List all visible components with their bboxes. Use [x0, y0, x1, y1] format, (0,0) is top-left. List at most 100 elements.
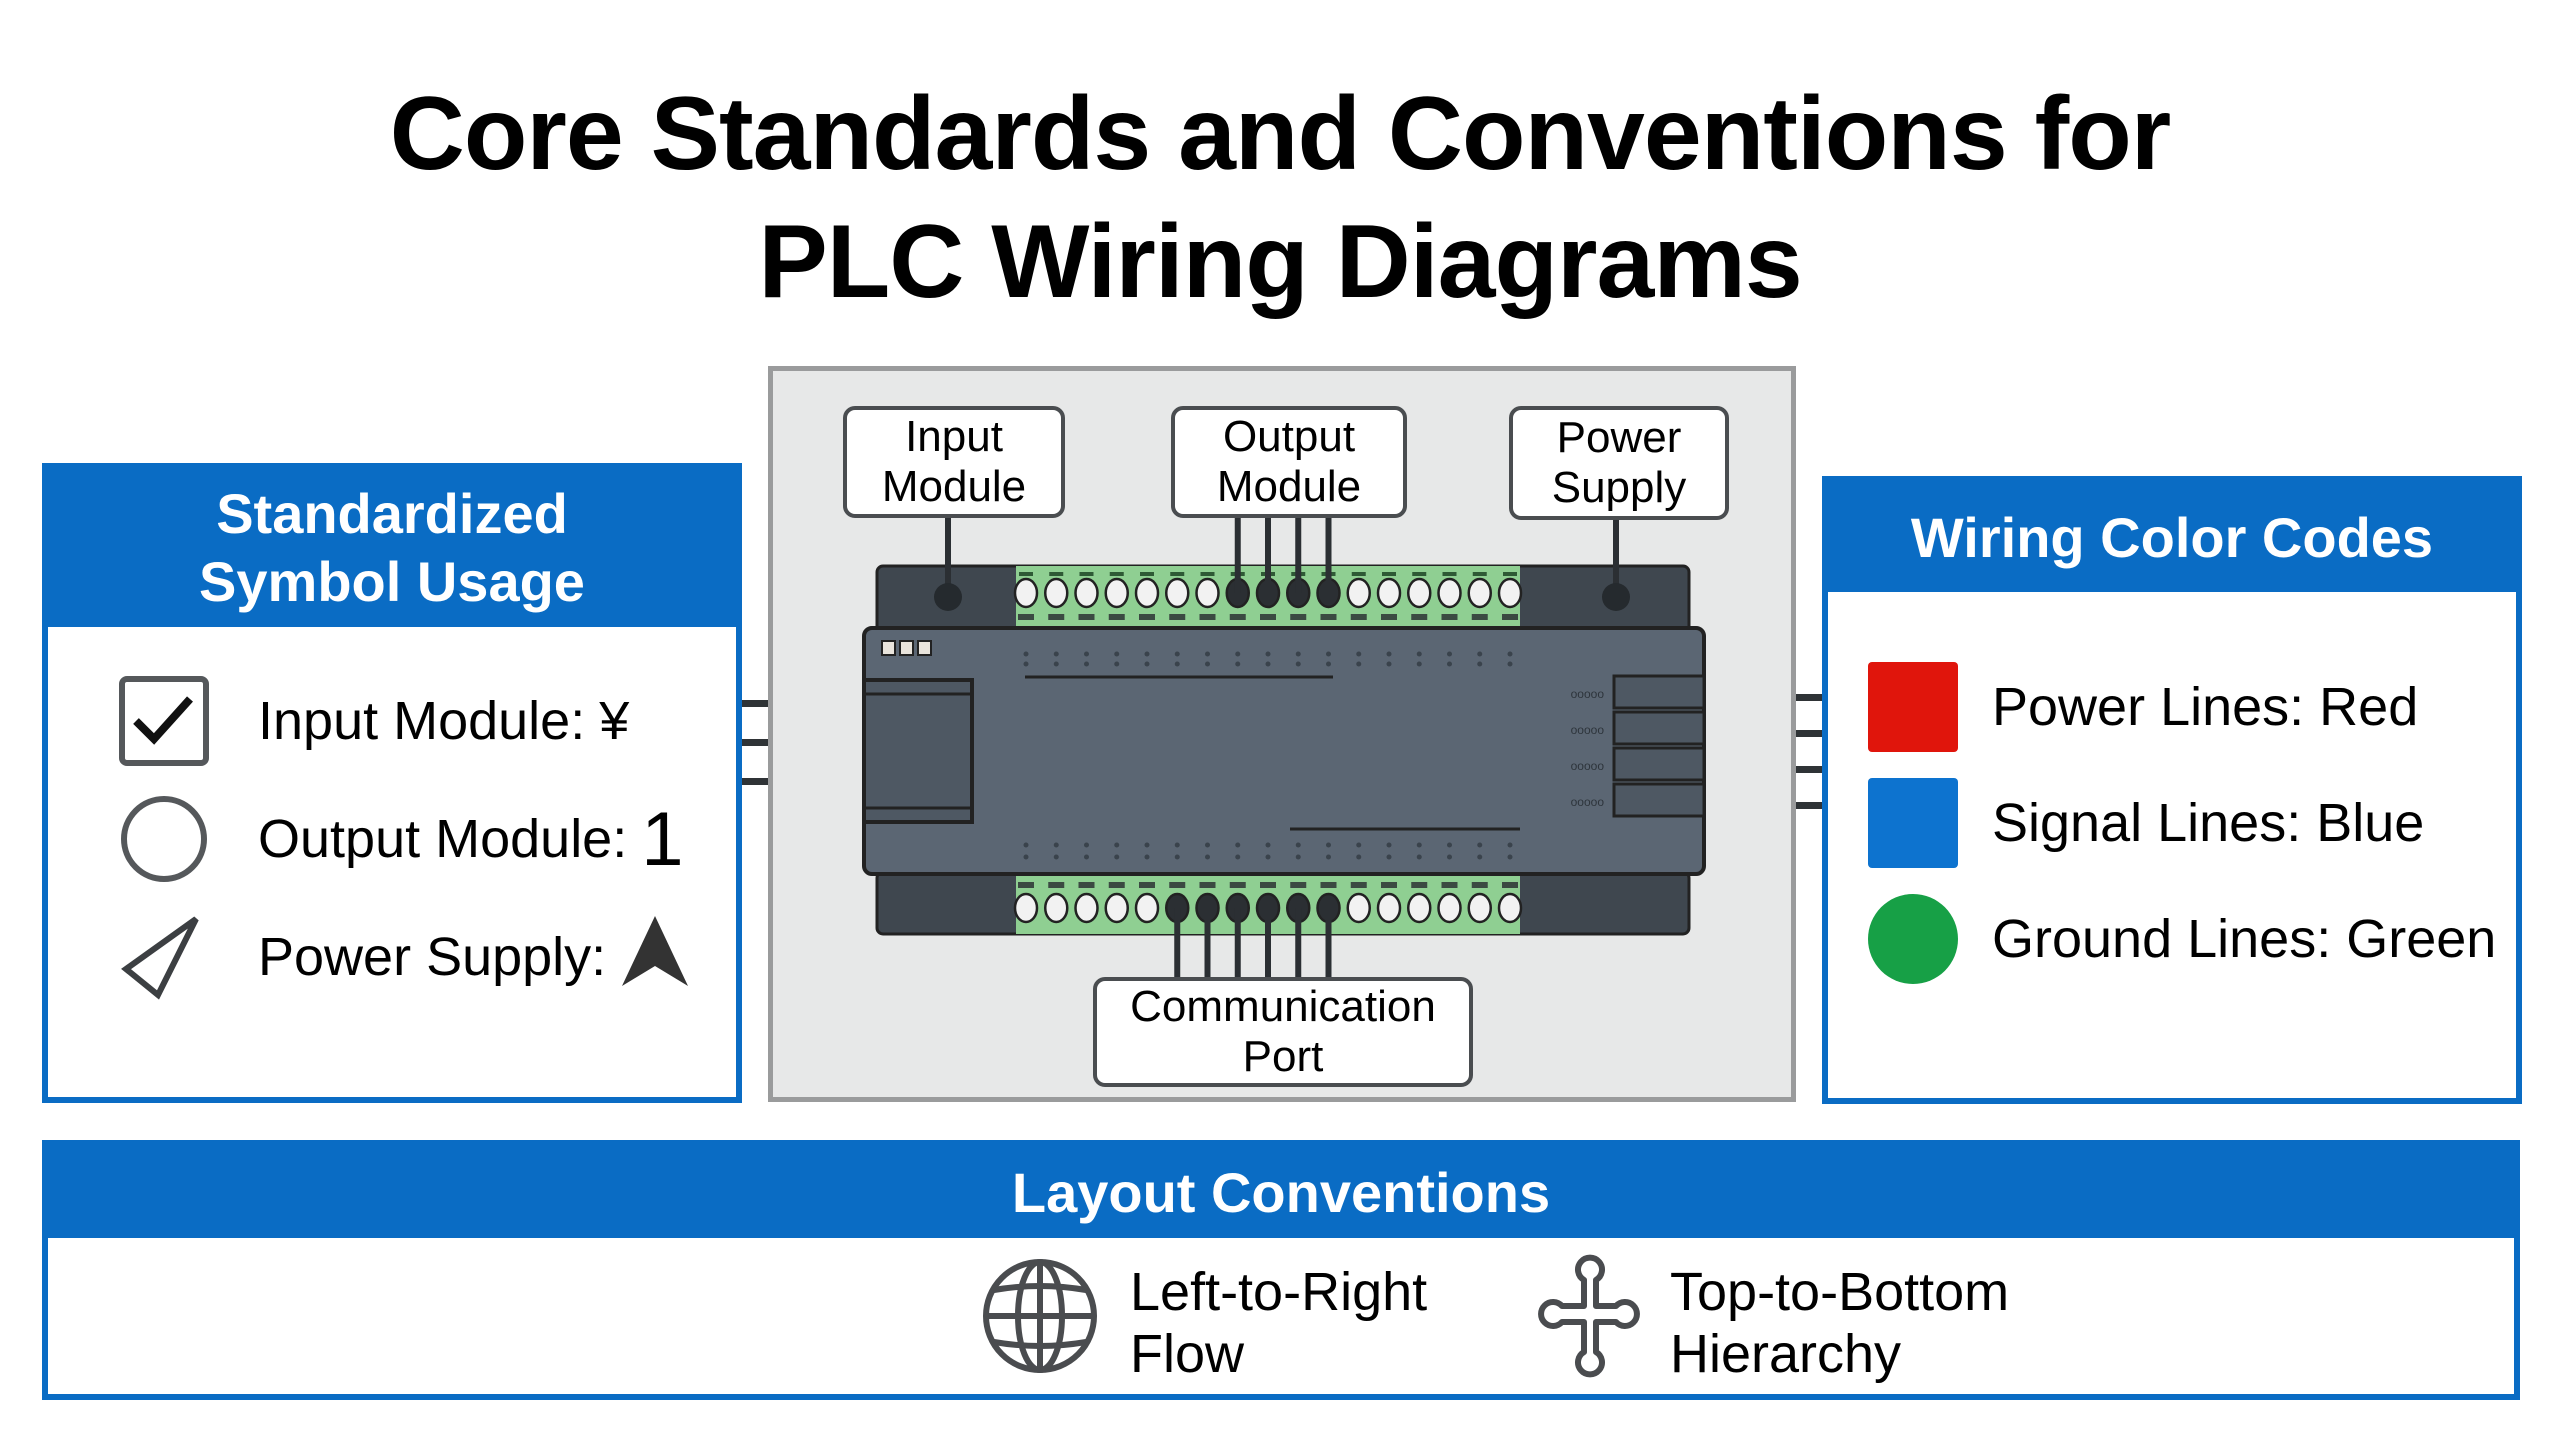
io-led: [1114, 661, 1120, 667]
terminal-screw: [1104, 577, 1129, 609]
port-indicator: ooooo: [1571, 759, 1605, 773]
io-led: [1356, 854, 1362, 860]
terminal-slot: [1169, 882, 1186, 888]
convention-line-2: Flow: [1130, 1323, 1245, 1384]
yen-glyph: ¥: [599, 691, 630, 751]
port-indicator: ooooo: [1571, 687, 1605, 701]
terminal-screw: [1195, 577, 1220, 609]
io-led: [1205, 661, 1210, 667]
io-led: [1053, 661, 1059, 667]
terminal-slot: [1471, 614, 1488, 620]
io-led: [1023, 661, 1029, 667]
terminal-slot: [1078, 882, 1095, 888]
symbol-usage-heading: Standardized Symbol Usage: [48, 469, 736, 627]
title-line-1: Core Standards and Conventions for: [389, 76, 2171, 192]
label-line: Output: [1222, 412, 1356, 461]
one-glyph: 1: [641, 796, 684, 882]
terminal-slot: [1502, 882, 1518, 888]
io-led: [1447, 651, 1452, 657]
cross-hierarchy-icon: [1532, 1254, 1648, 1391]
terminal-slot: [1350, 614, 1367, 620]
io-led: [1084, 661, 1089, 667]
io-led: [1386, 661, 1392, 667]
color-item-power: Power Lines: Red: [1868, 662, 2418, 752]
symbol-label: Input Module:: [258, 691, 586, 751]
status-led: [899, 640, 914, 656]
label-line: Communication: [1130, 982, 1436, 1031]
io-led: [1235, 854, 1241, 860]
io-led: [1477, 842, 1483, 848]
io-led: [1235, 842, 1241, 848]
label-line: Supply: [1551, 463, 1687, 512]
terminal-slot: [1018, 882, 1034, 888]
terminal-mark: [1351, 572, 1366, 576]
plc-main-body: [862, 626, 1706, 876]
terminal-mark: [1170, 572, 1185, 576]
terminal-slot: [1169, 614, 1186, 620]
terminal-screw: [1376, 577, 1402, 609]
terminal-screw: [1497, 892, 1523, 924]
io-led: [1144, 661, 1150, 667]
io-led: [1295, 661, 1301, 667]
io-led: [1326, 854, 1331, 860]
io-led: [1144, 842, 1150, 848]
label-line: Module: [881, 462, 1027, 511]
io-led: [1326, 661, 1331, 667]
terminal-slot: [1320, 614, 1337, 620]
terminal-slot: [1502, 614, 1518, 620]
layout-conventions-heading: Layout Conventions: [48, 1146, 2514, 1238]
convention-line-1: Left-to-Right: [1130, 1261, 1428, 1322]
terminal-slot: [1441, 614, 1458, 620]
terminal-screw: [1044, 577, 1069, 609]
io-led: [1386, 842, 1392, 848]
io-led: [1084, 854, 1089, 860]
io-led: [1174, 842, 1180, 848]
input-connector-dot: [934, 583, 962, 611]
symbol-usage-panel: Standardized Symbol Usage Input Module: …: [42, 463, 742, 1103]
symbol-item-power: Power Supply:: [114, 907, 690, 1007]
terminal-slot: [1381, 882, 1397, 888]
terminal-slot: [1048, 882, 1065, 888]
symbol-heading-line-1: Standardized: [216, 482, 568, 545]
right-port-slot: [1612, 710, 1706, 746]
io-led: [1386, 854, 1392, 860]
io-led: [1507, 842, 1513, 848]
terminal-screw: [1346, 577, 1371, 609]
io-led: [1416, 651, 1422, 657]
label-line: Power: [1556, 413, 1682, 462]
io-led: [1447, 842, 1452, 848]
io-led: [1265, 661, 1271, 667]
terminal-slot: [1048, 614, 1065, 620]
terminal-slot: [1381, 614, 1397, 620]
terminal-screw: [1013, 892, 1039, 924]
terminal-screw: [1013, 577, 1039, 609]
terminal-slot: [1018, 614, 1034, 620]
layout-conventions-panel: Layout Conventions Left-to-Right Flow To…: [42, 1140, 2520, 1400]
terminal-slot: [1290, 614, 1307, 620]
globe-icon: [982, 1258, 1098, 1387]
io-led: [1326, 842, 1331, 848]
title-line-2: PLC Wiring Diagrams: [758, 204, 1802, 320]
terminal-screw: [1467, 892, 1492, 924]
color-label: Power Lines: Red: [1992, 677, 2419, 737]
io-led: [1356, 842, 1362, 848]
io-led: [1114, 651, 1120, 657]
wiring-color-codes-panel: Wiring Color Codes Power Lines: Red Sign…: [1822, 476, 2522, 1104]
terminal-screw: [1044, 892, 1069, 924]
terminal-slot: [1139, 882, 1155, 888]
terminal-slot: [1290, 882, 1307, 888]
terminal-mark: [1382, 572, 1396, 576]
io-led: [1265, 651, 1271, 657]
symbol-item-input: Input Module: ¥: [114, 671, 629, 771]
terminal-screw: [1346, 892, 1371, 924]
color-label: Signal Lines: Blue: [1992, 793, 2425, 853]
terminal-screw: [1437, 892, 1462, 924]
terminal-screw: [1467, 577, 1492, 609]
io-led: [1295, 854, 1301, 860]
io-led: [1174, 651, 1180, 657]
color-item-signal: Signal Lines: Blue: [1868, 778, 2424, 868]
